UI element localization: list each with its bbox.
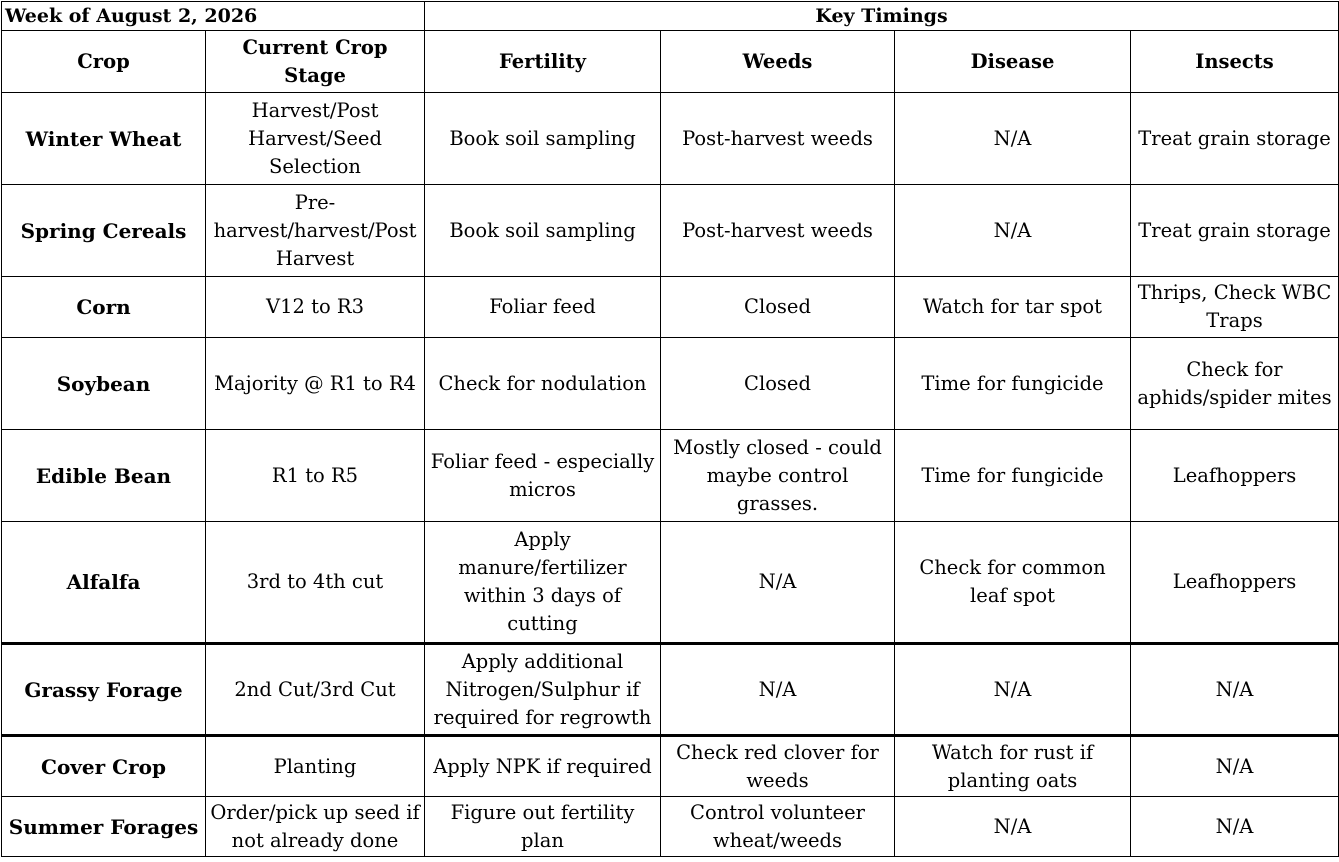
table-row: Alfalfa 3rd to 4th cut Apply manure/fert… (1, 521, 1339, 644)
disease-cell: Watch for rust if planting oats (894, 734, 1131, 797)
stage-cell: Harvest/Post Harvest/Seed Selection (205, 92, 425, 185)
crop-cell: Edible Bean (1, 429, 206, 522)
table-row: Winter Wheat Harvest/Post Harvest/Seed S… (1, 92, 1339, 185)
title-row: Week of August 2, 2026 Key Timings (1, 1, 1339, 31)
table-row: Spring Cereals Pre-harvest/harvest/Post … (1, 184, 1339, 277)
disease-cell: N/A (894, 92, 1131, 185)
disease-cell: Check for common leaf spot (894, 521, 1131, 644)
stage-cell: 2nd Cut/3rd Cut (205, 642, 425, 736)
table-row: Soybean Majority @ R1 to R4 Check for no… (1, 337, 1339, 430)
header-insects: Insects (1129, 30, 1339, 93)
fertility-cell: Check for nodulation (424, 337, 661, 430)
header-current-crop-stage: Current Crop Stage (205, 30, 425, 93)
fertility-cell: Figure out fertility plan (424, 796, 661, 857)
header-row: Crop Current Crop Stage Fertility Weeds … (1, 30, 1339, 93)
header-weeds: Weeds (660, 30, 895, 93)
weeds-cell: Closed (660, 337, 895, 430)
fertility-cell: Foliar feed - especially micros (424, 429, 661, 522)
fertility-cell: Book soil sampling (424, 92, 661, 185)
insects-cell: Treat grain storage (1129, 184, 1339, 277)
header-disease: Disease (894, 30, 1131, 93)
stage-cell: Planting (205, 734, 425, 797)
stage-cell: Order/pick up seed if not already done (205, 796, 425, 857)
fertility-cell: Foliar feed (424, 276, 661, 338)
disease-cell: N/A (894, 184, 1131, 277)
weeds-cell: Closed (660, 276, 895, 338)
fertility-cell: Apply manure/fertilizer within 3 days of… (424, 521, 661, 644)
weeds-cell: N/A (660, 642, 895, 736)
crop-cell: Alfalfa (1, 521, 206, 644)
weeds-cell: Mostly closed - could maybe control gras… (660, 429, 895, 522)
header-fertility: Fertility (424, 30, 661, 93)
table-row: Corn V12 to R3 Foliar feed Closed Watch … (1, 276, 1339, 338)
fertility-cell: Apply NPK if required (424, 734, 661, 797)
stage-cell: 3rd to 4th cut (205, 521, 425, 644)
weeds-cell: Control volunteer wheat/weeds (660, 796, 895, 857)
stage-cell: V12 to R3 (205, 276, 425, 338)
table-row: Cover Crop Planting Apply NPK if require… (1, 734, 1339, 797)
insects-cell: N/A (1129, 734, 1339, 797)
weeds-cell: Check red clover for weeds (660, 734, 895, 797)
week-label: Week of August 2, 2026 (1, 1, 425, 31)
table-row: Summer Forages Order/pick up seed if not… (1, 796, 1339, 857)
stage-cell: R1 to R5 (205, 429, 425, 522)
stage-cell: Majority @ R1 to R4 (205, 337, 425, 430)
crop-cell: Spring Cereals (1, 184, 206, 277)
disease-cell: Time for fungicide (894, 337, 1131, 430)
crop-cell: Corn (1, 276, 206, 338)
insects-cell: Treat grain storage (1129, 92, 1339, 185)
table-row: Edible Bean R1 to R5 Foliar feed - espec… (1, 429, 1339, 522)
crop-cell: Soybean (1, 337, 206, 430)
key-timings-label: Key Timings (423, 1, 1339, 31)
weeds-cell: Post-harvest weeds (660, 92, 895, 185)
table-row: Grassy Forage 2nd Cut/3rd Cut Apply addi… (1, 642, 1339, 736)
fertility-cell: Book soil sampling (424, 184, 661, 277)
insects-cell: Thrips, Check WBC Traps (1129, 276, 1339, 338)
crop-cell: Winter Wheat (1, 92, 206, 185)
crop-cell: Grassy Forage (1, 642, 206, 736)
header-crop: Crop (1, 30, 206, 93)
insects-cell: N/A (1129, 642, 1339, 736)
crop-cell: Cover Crop (1, 734, 206, 797)
weeds-cell: N/A (660, 521, 895, 644)
insects-cell: N/A (1129, 796, 1339, 857)
disease-cell: N/A (894, 796, 1131, 857)
insects-cell: Leafhoppers (1129, 521, 1339, 644)
disease-cell: Watch for tar spot (894, 276, 1131, 338)
crop-cell: Summer Forages (1, 796, 206, 857)
stage-cell: Pre-harvest/harvest/Post Harvest (205, 184, 425, 277)
fertility-cell: Apply additional Nitrogen/Sulphur if req… (424, 642, 661, 736)
insects-cell: Check for aphids/spider mites (1129, 337, 1339, 430)
disease-cell: N/A (894, 642, 1131, 736)
weeds-cell: Post-harvest weeds (660, 184, 895, 277)
disease-cell: Time for fungicide (894, 429, 1131, 522)
insects-cell: Leafhoppers (1129, 429, 1339, 522)
